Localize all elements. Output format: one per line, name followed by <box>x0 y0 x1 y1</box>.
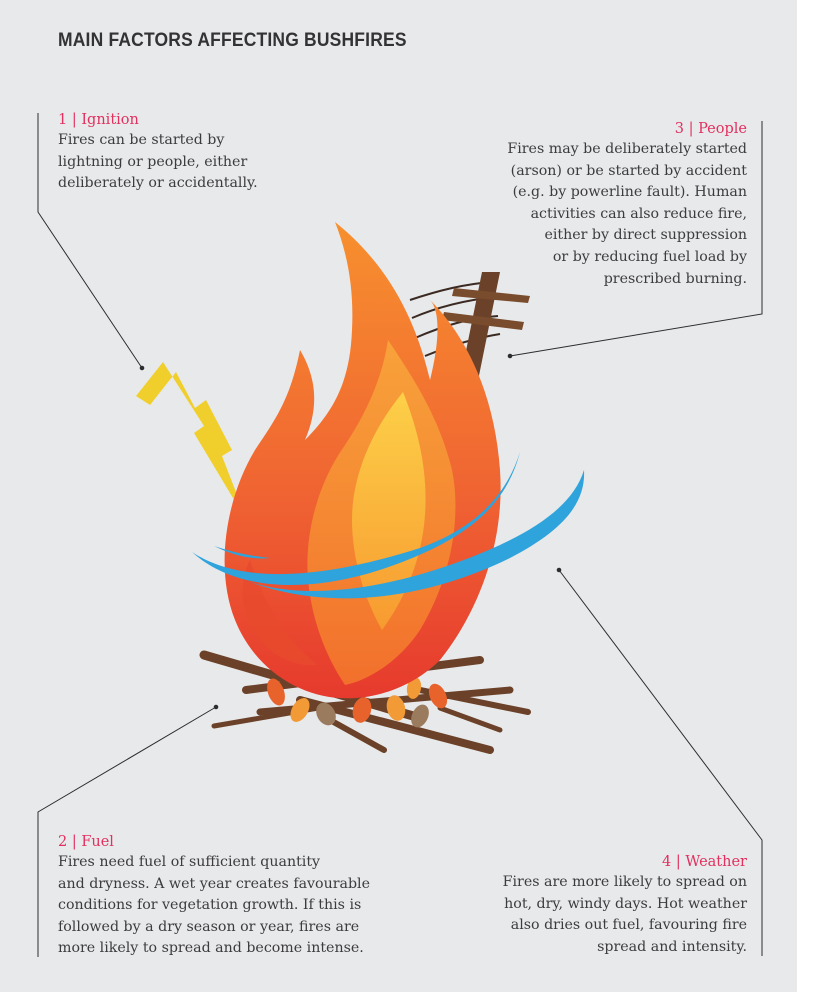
factor-heading: 2 | Fuel <box>58 834 114 850</box>
text-line: Fires may be deliberately started <box>507 141 747 157</box>
text-line: conditions for vegetation growth. If thi… <box>58 897 362 914</box>
lightning-bolt-icon <box>136 362 248 523</box>
text-line: either by direct suppression <box>544 227 747 244</box>
callout-line-ignition <box>37 113 143 369</box>
page-title: MAIN FACTORS AFFECTING BUSHFIRES <box>58 30 407 51</box>
text-line: Fires can be started by <box>58 132 225 148</box>
factor-people: 3 | People Fires may be deliberately sta… <box>507 119 747 290</box>
factor-heading: 3 | People <box>674 121 747 137</box>
text-line: deliberately or accidentally. <box>58 175 258 192</box>
text-line: spread and intensity. <box>597 938 747 955</box>
factor-text: Fires can be started by lightning or peo… <box>58 130 258 195</box>
text-line: lightning or people, either <box>58 153 248 170</box>
wind-swirl-icon <box>192 452 585 599</box>
text-line: activities can also reduce fire, <box>530 205 747 222</box>
text-line: more likely to spread and become intense… <box>58 940 364 957</box>
factor-text: Fires are more likely to spread on hot, … <box>503 872 747 958</box>
factor-weather: 4 | Weather Fires are more likely to spr… <box>503 852 747 958</box>
text-line: (e.g. by powerline fault). Human <box>512 184 747 201</box>
text-line: followed by a dry season or year, fires … <box>58 918 360 935</box>
text-line: also dries out fuel, favouring fire <box>510 917 747 934</box>
factor-ignition: 1 | Ignition Fires can be started by lig… <box>58 110 258 195</box>
text-line: prescribed burning. <box>603 270 747 287</box>
text-line: Fires are more likely to spread on <box>502 874 747 890</box>
callout-lines <box>37 113 763 957</box>
factor-heading: 4 | Weather <box>662 854 747 870</box>
factor-fuel: 2 | Fuel Fires need fuel of sufficient q… <box>58 832 370 960</box>
callout-line-weather <box>558 569 763 956</box>
factor-text: Fires need fuel of sufficient quantity a… <box>58 852 370 960</box>
leaf-icons <box>267 677 448 728</box>
text-line: or by reducing fuel load by <box>552 248 747 265</box>
text-line: Fires need fuel of sufficient quantity <box>58 854 321 870</box>
callout-line-people <box>509 121 763 357</box>
text-line: and dryness. A wet year creates favourab… <box>58 875 370 892</box>
text-line: hot, dry, windy days. Hot weather <box>504 895 747 912</box>
factor-text: Fires may be deliberately started (arson… <box>507 139 747 290</box>
factor-heading: 1 | Ignition <box>58 112 139 128</box>
callout-line-fuel <box>37 706 217 957</box>
text-line: (arson) or be started by accident <box>510 162 747 179</box>
